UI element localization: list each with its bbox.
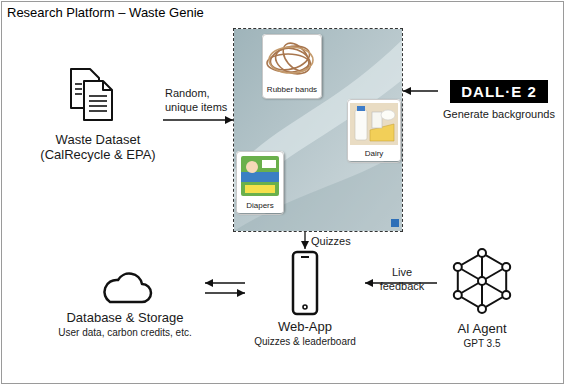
diapers-picture xyxy=(241,156,279,196)
ai-network-icon xyxy=(454,249,510,313)
rubber-bands-picture xyxy=(267,38,314,78)
ai-agent-node: AI AgentGPT 3.5 xyxy=(437,249,527,353)
item-card: Dairy xyxy=(347,99,401,163)
node-subtitle: User data, carbon credits, etc. xyxy=(47,326,203,339)
item-label: Dairy xyxy=(350,149,398,159)
dairy-picture-part xyxy=(350,103,398,145)
diapers-picture-part xyxy=(241,156,279,196)
dairy-picture xyxy=(350,103,398,145)
phone-icon-part xyxy=(293,252,317,314)
document-icon-part xyxy=(75,93,82,95)
edge-label: Quizzes xyxy=(311,234,361,248)
screenshot-background-part xyxy=(391,219,399,227)
item-label: Rubber bands xyxy=(265,85,319,95)
phone-icon-part xyxy=(301,256,309,258)
document-icon-part xyxy=(89,100,107,102)
diapers-picture-part xyxy=(245,185,275,193)
storage-node: Database & StorageUser data, carbon cred… xyxy=(45,266,205,346)
document-icon-part xyxy=(75,88,82,90)
document-icon-part xyxy=(89,95,107,97)
connector-arrow xyxy=(403,90,438,91)
screenshot-background xyxy=(234,29,402,231)
edge-label: Random, unique items xyxy=(165,86,233,114)
generator-logo: DALL·E 2 xyxy=(450,80,548,103)
item-label: Diapers xyxy=(239,201,281,211)
dairy-picture-part xyxy=(372,112,382,128)
cloud-icon-part xyxy=(104,274,151,302)
generator-caption: Generate backgrounds xyxy=(440,107,558,121)
rubber-bands-picture-part xyxy=(278,38,314,75)
diapers-picture-part xyxy=(246,161,258,173)
node-heading: AI Agent xyxy=(439,321,525,337)
node-subtitle: Quizzes & leaderboard xyxy=(247,335,363,348)
cloud-icon xyxy=(104,274,151,302)
screenshot-background-part xyxy=(234,29,402,231)
dairy-picture-part xyxy=(355,110,367,140)
ai-network-icon-part xyxy=(454,249,510,313)
app-screenshot: Rubber bandsDairyDiapers xyxy=(233,28,403,232)
rubber-bands-picture-part xyxy=(268,42,312,74)
ai-network-icon-part xyxy=(458,253,506,309)
connector-arrow xyxy=(205,292,245,293)
rubber-bands-picture-part xyxy=(269,47,313,73)
card-backgrounds-part xyxy=(236,151,284,213)
document-icon-part xyxy=(103,81,112,90)
ai-network-icon-part-part xyxy=(478,277,486,285)
diapers-picture-part xyxy=(241,172,279,182)
document-icon-part xyxy=(75,83,82,85)
edge-label: Live feedback xyxy=(369,265,435,293)
connector-arrow xyxy=(163,119,233,120)
item-card: Diapers xyxy=(236,151,284,215)
image-generator: DALL·E 2 Generate backgrounds xyxy=(438,80,560,124)
document-icon xyxy=(71,69,112,120)
node-heading: Database & Storage xyxy=(47,310,203,326)
item-card: Rubber bands xyxy=(262,34,322,99)
web-app-node: Web-AppQuizzes & leaderboard xyxy=(245,249,365,351)
card-backgrounds-part xyxy=(262,34,322,98)
document-icon-part xyxy=(89,110,107,112)
data-source: Waste Dataset (CalRecycle & EPA) xyxy=(33,64,163,168)
dairy-picture-part xyxy=(357,106,365,111)
ai-network-icon-part-part xyxy=(478,249,486,257)
document-icon-part xyxy=(84,81,112,120)
phone-icon-part xyxy=(303,305,307,309)
connector-arrow xyxy=(304,232,305,249)
diapers-picture-part xyxy=(262,160,276,168)
ai-network-icon-part-part xyxy=(478,305,486,313)
source-label: Waste Dataset (CalRecycle & EPA) xyxy=(35,132,161,162)
phone-icon xyxy=(293,252,317,314)
ai-network-icon-part-part xyxy=(454,291,462,299)
dairy-picture-part xyxy=(381,110,395,120)
ai-network-icon-part-part xyxy=(502,263,510,271)
document-icon-part xyxy=(89,105,107,107)
ai-network-icon-part-part xyxy=(502,291,510,299)
connector-arrow xyxy=(205,282,245,283)
ai-network-icon-part-part xyxy=(454,263,462,271)
diagram-title: Research Platform – Waste Genie xyxy=(7,5,204,21)
card-backgrounds xyxy=(236,34,401,213)
node-subtitle: GPT 3.5 xyxy=(439,337,525,350)
node-heading: Web-App xyxy=(247,319,363,335)
card-backgrounds-part xyxy=(347,99,401,161)
